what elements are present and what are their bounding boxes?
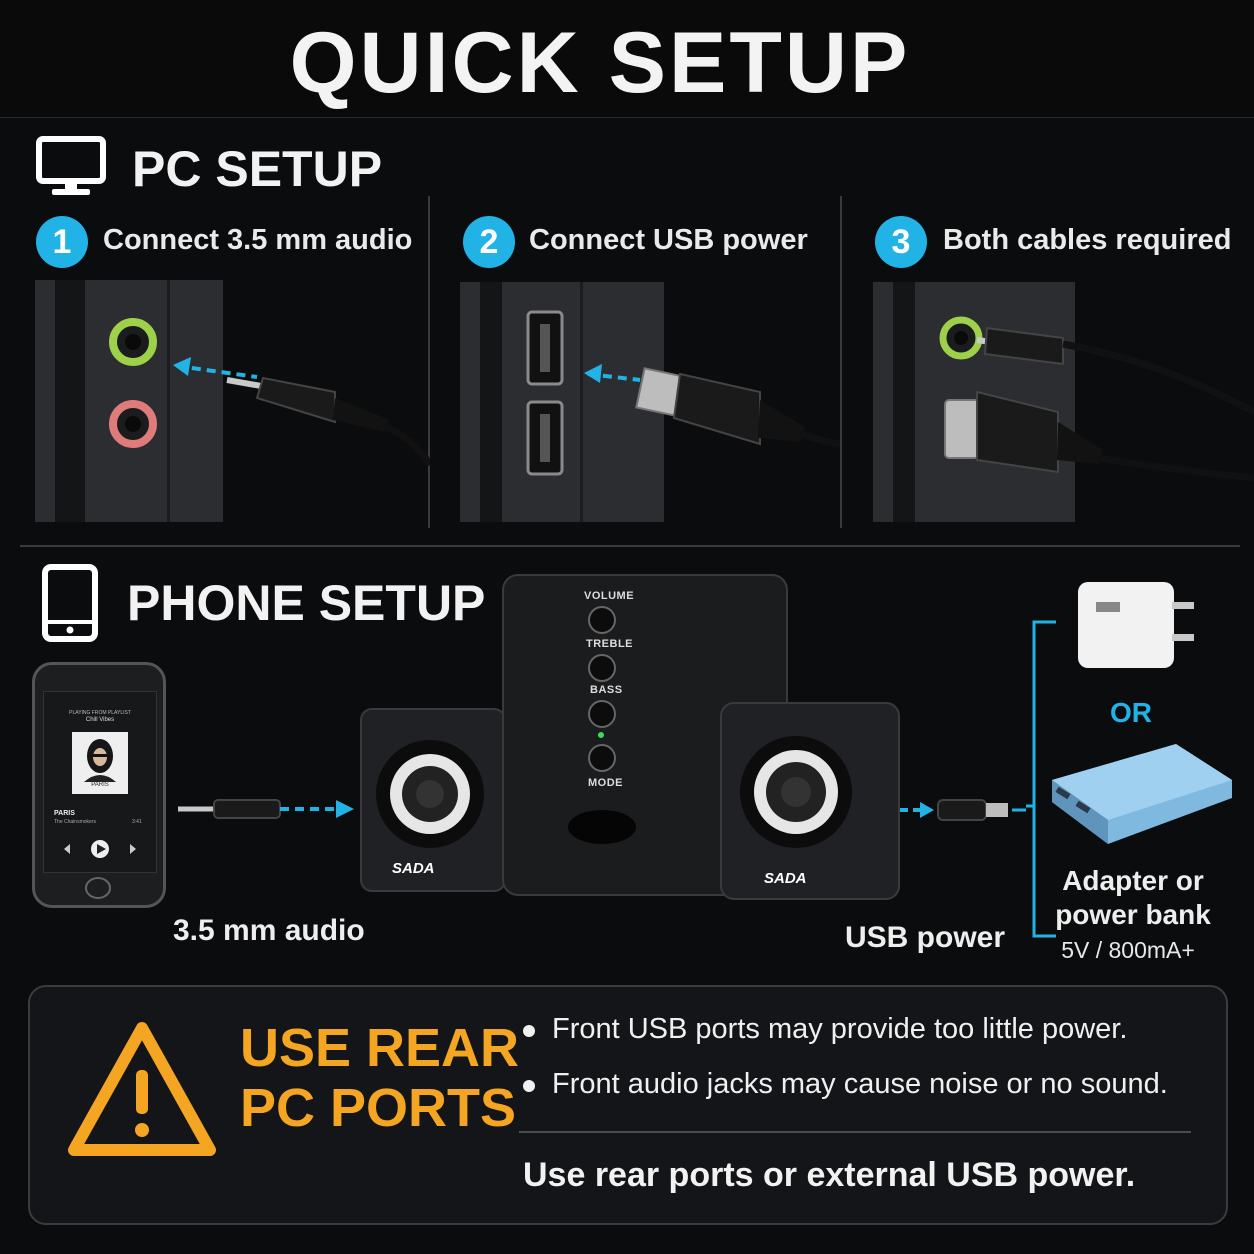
step-1-label: Connect 3.5 mm audio [103,224,413,256]
treble-label: TREBLE [586,638,633,650]
treble-knob[interactable] [588,654,616,682]
power-bank-icon [1052,744,1232,844]
album-title: PARIS [91,782,109,788]
step-3-label: Both cables required [943,224,1232,256]
pc-usb-port-illustration [460,282,840,522]
mode-knob[interactable] [588,744,616,772]
bass-knob[interactable] [588,700,616,728]
step-3-badge: 3 [875,216,927,268]
power-caption-line-2: power bank [1055,899,1211,930]
playlist-name: Chill Vibes [85,717,115,723]
right-satellite-speaker: SADA [720,702,900,900]
step-divider [840,196,842,528]
song-title: PARIS [54,810,75,817]
volume-knob[interactable] [588,606,616,634]
playback-controls [64,840,136,858]
song-artist: The Chainsmokers [54,819,96,825]
warning-heading-line-1: USE REAR [240,1018,520,1078]
step-1-badge: 1 [36,216,88,268]
album-art: PARIS [72,732,128,794]
power-spec: 5V / 800mA+ [1061,937,1195,963]
warning-footer: Use rear ports or external USB power. [523,1156,1136,1194]
phone-icon [42,564,98,642]
phone-audio-cable [178,799,354,819]
pc-both-cables-illustration [873,282,1254,522]
step-2-badge: 2 [463,216,515,268]
power-source-bracket [1026,620,1056,938]
bass-port [568,810,636,844]
bass-label: BASS [590,684,623,696]
warning-divider [519,1131,1191,1133]
warning-bullet-1: Front USB ports may provide too little p… [552,1013,1128,1045]
brand-logo: SADA [764,870,807,887]
song-time: 3:41 [132,819,142,825]
warning-heading-line-2: PC PORTS [240,1078,517,1138]
header-bar [0,0,1254,118]
usb-power-caption: USB power [845,921,1006,954]
power-led [598,732,604,738]
phone-setup-heading: PHONE SETUP [127,575,486,631]
audio-caption: 3.5 mm audio [173,914,365,947]
bullet-dot [523,1080,535,1092]
smartphone: PLAYING FROM PLAYLIST Chill Vibes PARIS … [32,662,166,908]
pc-audio-jack-illustration [35,280,430,522]
mode-label: MODE [588,777,623,789]
warning-box [28,985,1228,1225]
volume-label: VOLUME [584,590,635,602]
warning-bullet-2: Front audio jacks may cause noise or no … [552,1068,1168,1100]
home-button [85,877,111,899]
step-divider [428,196,430,528]
warning-icon [68,1022,216,1156]
section-divider [20,545,1240,547]
brand-logo: SADA [392,860,435,877]
album-portrait [84,739,116,782]
pc-setup-heading: PC SETUP [132,141,383,197]
speaker-driver [740,736,852,848]
monitor-icon [36,136,106,195]
page-title: QUICK SETUP [289,15,911,111]
left-satellite-speaker: SADA [360,708,506,892]
phone-screen: PLAYING FROM PLAYLIST Chill Vibes PARIS … [43,691,157,873]
power-caption-line-1: Adapter or [1062,865,1204,896]
bullet-dot [523,1025,535,1037]
phone-usb-cable [900,799,1026,821]
now-playing-header: PLAYING FROM PLAYLIST [69,710,131,716]
step-2-label: Connect USB power [529,224,808,256]
wall-adapter-icon [1078,582,1194,668]
or-label: OR [1110,697,1152,728]
speaker-driver [376,740,484,848]
